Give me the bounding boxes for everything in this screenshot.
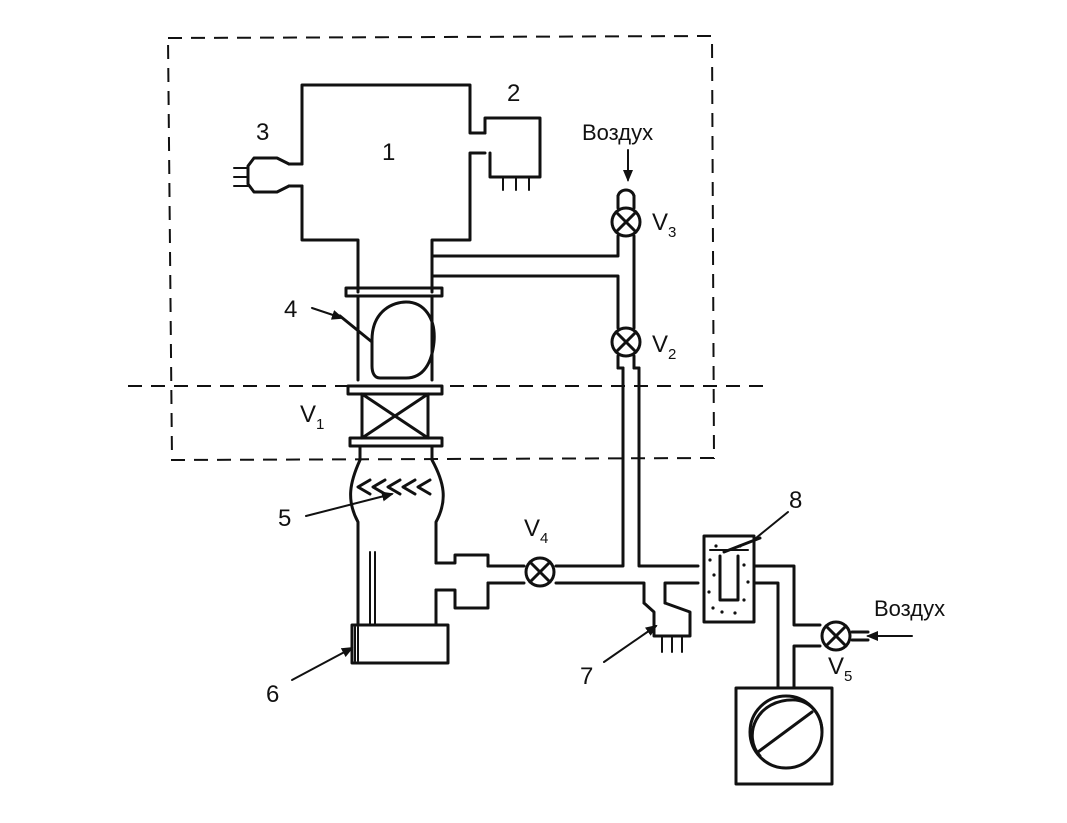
leader-arrow-8 <box>755 511 789 539</box>
trap-8-stipple <box>707 544 750 615</box>
label-2: 2 <box>507 80 520 107</box>
label-6: 6 <box>266 681 279 708</box>
main-chamber <box>287 83 487 254</box>
roughing-line <box>752 564 870 690</box>
foreline <box>486 366 700 605</box>
dashed-enclosure <box>166 34 716 462</box>
valve-v2 <box>610 326 642 358</box>
label-v2: V2 <box>652 331 676 363</box>
leader-arrow-7 <box>603 624 658 663</box>
label-v5: V5 <box>828 653 852 685</box>
roughing-pump <box>734 686 834 786</box>
valve-v4 <box>524 556 556 588</box>
gate-valve-v1 <box>346 384 444 448</box>
trap-8 <box>702 534 762 624</box>
gauge-7 <box>642 601 692 653</box>
pump-side-ports <box>434 553 490 610</box>
valve-v5 <box>820 620 852 652</box>
label-3: 3 <box>256 119 269 146</box>
leader-arrow-4 <box>311 307 344 320</box>
leader-arrow-5 <box>305 491 394 517</box>
label-8: 8 <box>789 487 802 514</box>
label-v3: V3 <box>652 209 676 241</box>
label-5: 5 <box>278 505 291 532</box>
gauge-2 <box>483 116 542 191</box>
label-v1: V1 <box>300 401 324 433</box>
label-4: 4 <box>284 296 297 323</box>
pump-body-5 <box>349 444 445 627</box>
air-label-top: Воздух <box>582 120 653 145</box>
bypass-line <box>430 188 641 370</box>
label-1: 1 <box>382 139 395 166</box>
air-label-right: Воздух <box>874 596 945 621</box>
trap-4 <box>338 250 444 382</box>
label-7: 7 <box>580 663 593 690</box>
gauge-3 <box>233 156 291 194</box>
valve-v3 <box>610 206 642 238</box>
leader-arrow-6 <box>291 647 354 681</box>
label-v4: V4 <box>524 515 548 547</box>
heater-6 <box>350 623 450 665</box>
